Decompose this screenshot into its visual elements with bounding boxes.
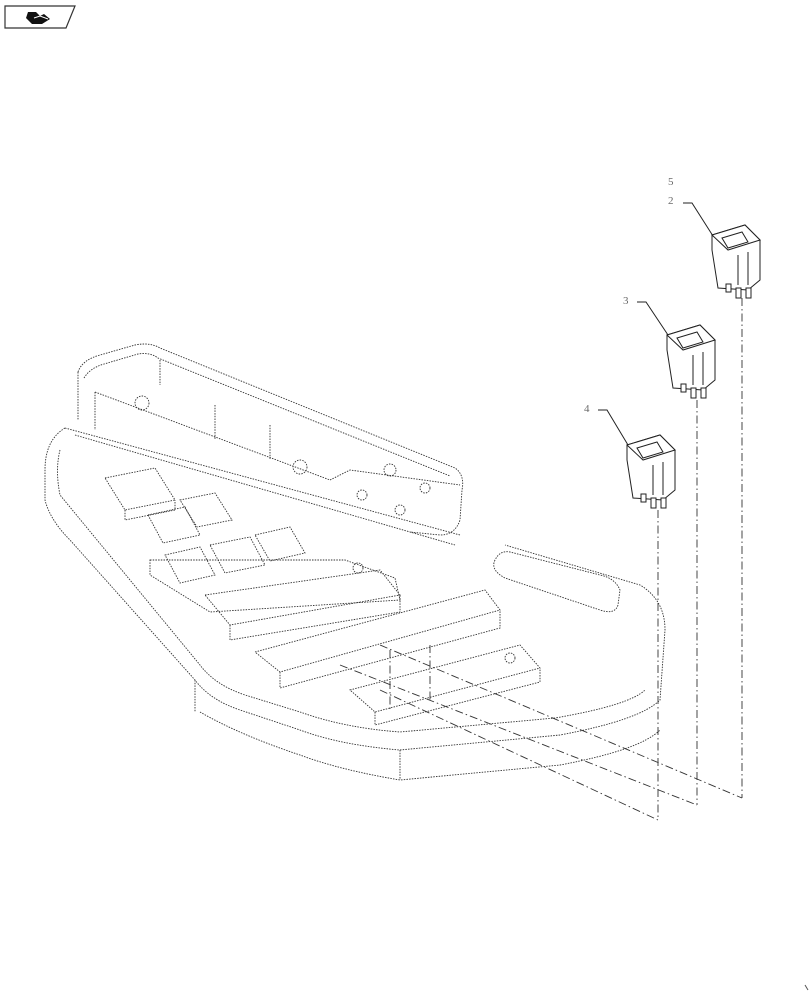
console-panel xyxy=(44,343,666,781)
callout-4: 4 xyxy=(584,403,590,415)
rocker-switch-4 xyxy=(626,434,676,509)
callout-5: 5 xyxy=(668,176,674,188)
corner-mark xyxy=(804,984,809,991)
callout-3: 3 xyxy=(623,295,629,307)
rocker-switch-3 xyxy=(666,324,716,399)
leader-lines xyxy=(598,202,714,446)
rocker-switch-2 xyxy=(711,224,761,299)
book-open-arrow-icon xyxy=(4,5,76,29)
projection-lines xyxy=(339,298,743,821)
callout-2: 2 xyxy=(668,195,674,207)
navigation-badge[interactable] xyxy=(4,5,76,29)
